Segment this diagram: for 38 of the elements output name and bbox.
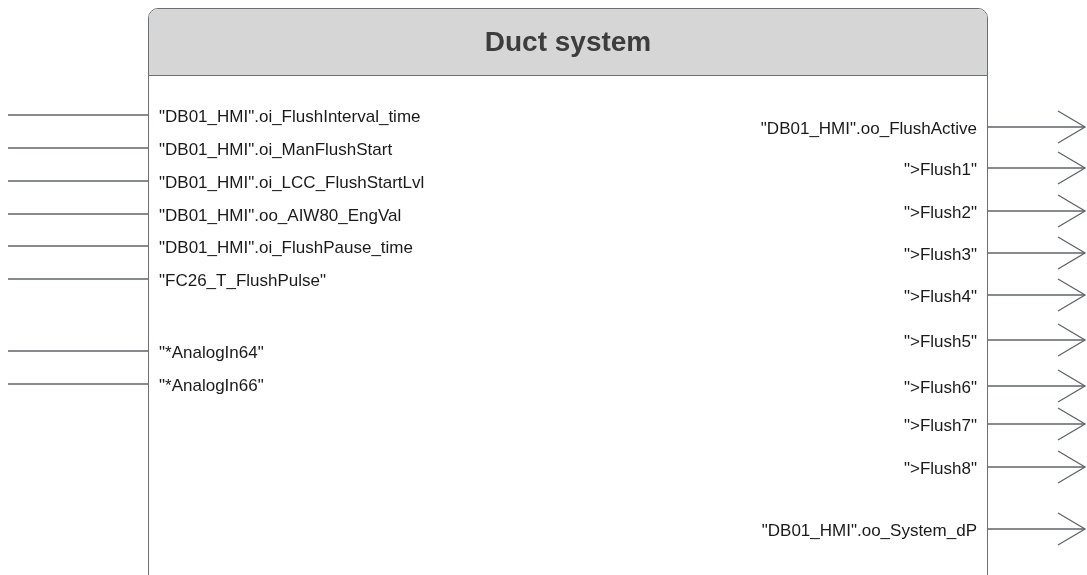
signal-line bbox=[7, 245, 149, 247]
signal-line bbox=[7, 180, 149, 182]
signal-name: ">Flush2" bbox=[903, 200, 987, 224]
signal-name: ">Flush5" bbox=[903, 329, 987, 353]
signal-name: "DB01_HMI".oo_FlushActive bbox=[760, 116, 987, 140]
signal-name: "DB01_HMI".oo_System_dP bbox=[761, 518, 987, 542]
signal-name: "DB01_HMI".oi_ManFlushStart bbox=[149, 137, 393, 161]
signal-name: "DB01_HMI".oi_LCC_FlushStartLvl bbox=[149, 170, 425, 194]
arrow bbox=[987, 450, 1086, 484]
signal-line bbox=[7, 213, 149, 215]
arrow bbox=[987, 512, 1086, 546]
signal-line bbox=[7, 350, 149, 352]
signal-name: ">Flush7" bbox=[903, 413, 987, 437]
signal-name: ">Flush3" bbox=[903, 242, 987, 266]
arrow bbox=[987, 323, 1086, 357]
signal-name: "DB01_HMI".oi_FlushPause_time bbox=[149, 235, 413, 259]
arrow bbox=[987, 194, 1086, 228]
signal-line bbox=[7, 114, 149, 116]
signal-name: ">Flush6" bbox=[903, 375, 987, 399]
signal-name: "*AnalogIn66" bbox=[149, 373, 264, 397]
arrow bbox=[987, 151, 1086, 185]
signal-name: "DB01_HMI".oi_FlushInterval_time bbox=[149, 104, 421, 128]
signal-name: "DB01_HMI".oo_AIW80_EngVal bbox=[149, 203, 402, 227]
function-block bbox=[148, 8, 988, 575]
signal-name: "FC26_T_FlushPulse" bbox=[149, 268, 327, 292]
signal-name: ">Flush1" bbox=[903, 157, 987, 181]
signal-line bbox=[7, 147, 149, 149]
signal-name: ">Flush8" bbox=[903, 456, 987, 480]
signal-name: "*AnalogIn64" bbox=[149, 340, 264, 364]
signal-line bbox=[7, 278, 149, 280]
signal-name: ">Flush4" bbox=[903, 284, 987, 308]
signal-line bbox=[7, 383, 149, 385]
arrow bbox=[987, 278, 1086, 312]
arrow bbox=[987, 407, 1086, 441]
block-title: Duct system bbox=[484, 25, 652, 59]
arrow bbox=[987, 110, 1086, 144]
arrow bbox=[987, 369, 1086, 403]
arrow bbox=[987, 236, 1086, 270]
